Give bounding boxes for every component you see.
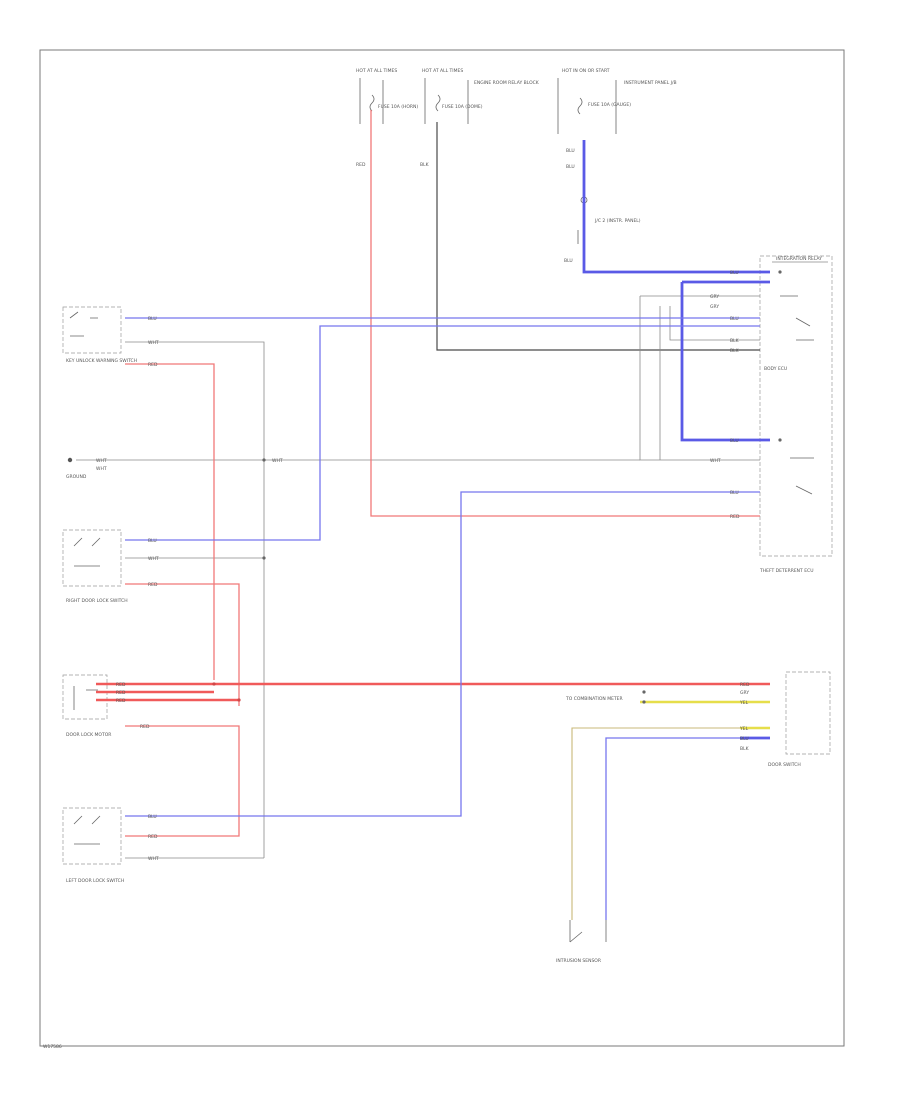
wire-tag-red-top: RED — [356, 162, 366, 168]
fuse3-desc: FUSE 10A (GAUGE) — [588, 102, 631, 108]
wire-tag-7: BLU — [148, 538, 157, 544]
wire-tag-10: RED — [116, 682, 126, 688]
wire-tag-1: BLU — [148, 316, 157, 322]
yellow-wires — [571, 700, 770, 920]
connector-dots — [212, 270, 782, 704]
wire-tag-26: RED — [730, 514, 740, 520]
ground-label: GROUND — [66, 474, 87, 480]
wire-tag-blu-top: BLU — [566, 148, 575, 154]
fuse3-title: HOT IN ON OR START — [562, 68, 610, 74]
wire-tag-blu-mid: BLU — [564, 258, 573, 264]
ground-wires — [76, 122, 760, 859]
wire-tag-19: GRY — [710, 304, 719, 310]
wire-tag-21: BLK — [730, 338, 740, 344]
wire-tag-3: RED — [148, 362, 158, 368]
red-wires — [96, 110, 770, 837]
wire-tag-28: GRY — [740, 690, 749, 696]
wire-tag-4: WHT — [96, 458, 107, 464]
fuse1-desc: FUSE 10A (HORN) — [378, 104, 418, 110]
wire-tags: BLU WHT RED WHT WHT WHT BLU WHT RED RED … — [96, 270, 750, 862]
wire-tag-20: BLU — [730, 316, 739, 322]
fuse2-title: HOT AT ALL TIMES — [422, 68, 463, 74]
ecu-bottom-label: BODY ECU — [764, 366, 787, 372]
right-door-lock-switch: RIGHT DOOR LOCK SWITCH — [62, 529, 128, 604]
wire-tag-27: RED — [740, 682, 750, 688]
wire-tag-14: BLU — [148, 814, 157, 820]
combo-label: TO COMBINATION METER — [565, 696, 623, 702]
ldoor-label: LEFT DOOR LOCK SWITCH — [66, 878, 124, 884]
door-lock-motor: DOOR LOCK MOTOR — [62, 674, 111, 738]
wire-tag-blu-top2: BLU — [566, 164, 575, 170]
wire-tag-22: BLK — [730, 348, 740, 354]
wire-tag-8: WHT — [148, 556, 159, 562]
wire-tag-12: RED — [116, 698, 126, 704]
fuse2-desc: FUSE 10A (DOME) — [442, 104, 483, 110]
switch1-label: KEY UNLOCK WARNING SWITCH — [66, 358, 137, 364]
wire-tag-blk-top: BLK — [420, 162, 430, 168]
wire-tag-23: BLU — [730, 438, 739, 444]
diagram-frame — [39, 49, 845, 1047]
fuse-dome: HOT AT ALL TIMES FUSE 10A (DOME) ENGINE … — [422, 68, 540, 124]
door-switch-module: DOOR SWITCH — [768, 671, 831, 768]
page-code: W17586 — [43, 1044, 62, 1050]
wire-tag-30: YEL — [739, 726, 749, 732]
wire-tag-24: WHT — [710, 458, 721, 464]
blue-wires — [125, 140, 770, 920]
fuse3-note: INSTRUMENT PANEL J/B — [624, 80, 677, 86]
wire-tag-31: BLU — [740, 736, 749, 742]
junction-connector: J/C 2 (INSTR. PANEL) — [577, 196, 641, 244]
wire-tag-29: YEL — [739, 700, 749, 706]
wire-tag-5: WHT — [96, 466, 107, 472]
fuse-horn: HOT AT ALL TIMES FUSE 10A (HORN) — [356, 68, 418, 124]
ecu-top-label: INTEGRATION RELAY — [776, 256, 822, 262]
wire-tag-25: BLU — [730, 490, 739, 496]
switch2-label: DOOR SWITCH — [768, 762, 801, 768]
wire-tag-9: RED — [148, 582, 158, 588]
fuse2-note: ENGINE ROOM RELAY BLOCK — [474, 80, 540, 86]
wire-tag-11: RED — [116, 690, 126, 696]
rdoor-label: RIGHT DOOR LOCK SWITCH — [66, 598, 128, 604]
intrusion-sensor: INTRUSION SENSOR — [556, 920, 607, 964]
lock-label: DOOR LOCK MOTOR — [66, 732, 111, 738]
wire-tag-17: BLU — [730, 270, 739, 276]
fuse1-title: HOT AT ALL TIMES — [356, 68, 397, 74]
sensor-label: INTRUSION SENSOR — [556, 958, 601, 964]
wire-tag-15: RED — [148, 834, 158, 840]
left-door-lock-switch: LEFT DOOR LOCK SWITCH — [62, 807, 124, 884]
ecu2-label: THEFT DETERRENT ECU — [759, 568, 814, 574]
key-unlock-switch: KEY UNLOCK WARNING SWITCH — [62, 306, 137, 364]
wire-tag-13: RED — [140, 724, 150, 730]
wire-tag-6: WHT — [272, 458, 283, 464]
wire-tag-18: GRY — [710, 294, 719, 300]
fuse-gauge: HOT IN ON OR START FUSE 10A (GAUGE) INST… — [557, 68, 677, 134]
junction-note: J/C 2 (INSTR. PANEL) — [594, 218, 641, 224]
integration-relay: INTEGRATION RELAY BODY ECU THEFT DETERRE… — [759, 255, 833, 574]
wire-tag-32: BLK — [740, 746, 750, 752]
wire-tag-16: WHT — [148, 856, 159, 862]
ground-point: GROUND — [66, 457, 87, 480]
wire-tag-2: WHT — [148, 340, 159, 346]
